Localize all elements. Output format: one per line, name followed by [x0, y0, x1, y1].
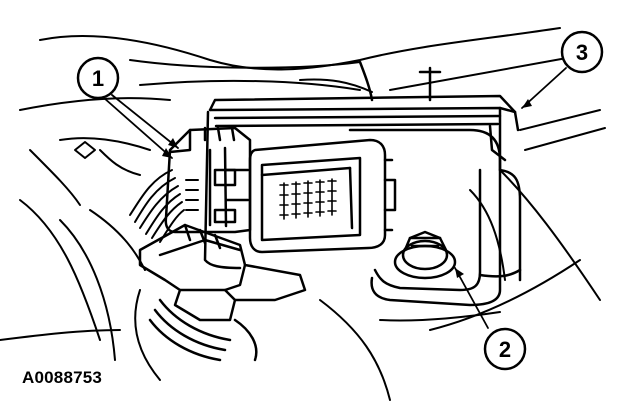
callout-2: 2	[483, 327, 527, 371]
callout-3: 3	[560, 30, 604, 74]
leader-line-1b	[103, 97, 173, 159]
leader-line-2	[454, 267, 489, 329]
callout-1-label: 1	[92, 66, 104, 91]
module-connector-socket	[248, 138, 397, 254]
control-module-housing	[203, 60, 520, 270]
mounting-bracket	[348, 128, 522, 307]
figure-reference-code: A0088753	[22, 368, 103, 387]
wire-harness	[129, 169, 199, 243]
callout-arrowheads	[162, 99, 532, 278]
callout-3-label: 3	[576, 40, 588, 65]
callout-2-label: 2	[499, 337, 511, 362]
connector-pins	[279, 178, 337, 220]
leader-line-1	[111, 94, 179, 149]
electrical-connector-left	[129, 126, 252, 243]
mounting-bolt	[393, 230, 457, 280]
vehicle-body-contours	[0, 27, 606, 401]
lower-connector-clip	[138, 223, 307, 362]
callout-1: 1	[76, 56, 120, 100]
